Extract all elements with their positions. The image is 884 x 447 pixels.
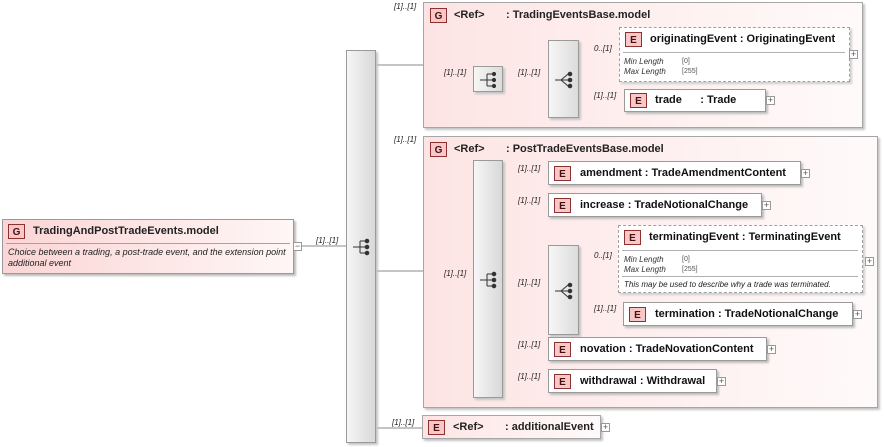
trade-title: trade : Trade: [655, 94, 737, 106]
main-choice-bar[interactable]: [346, 50, 376, 443]
root-group-title: TradingAndPostTradeEvents.model: [33, 225, 219, 237]
trade-cardinality: [1]..[1]: [594, 91, 617, 100]
trade-element[interactable]: E trade : Trade: [624, 89, 766, 112]
novation-cardinality: [1]..[1]: [518, 340, 541, 349]
additional-expand-toggle[interactable]: +: [601, 422, 610, 432]
inner-choice-box[interactable]: [548, 245, 579, 335]
element-badge: E: [554, 374, 571, 389]
trading-sequence-box[interactable]: [473, 66, 503, 92]
root-group-description: Choice between a trading, a post-trade e…: [8, 247, 286, 268]
choice-icon: [480, 271, 497, 289]
additional-event-name: : additionalEvent: [505, 421, 594, 433]
element-badge: E: [630, 93, 647, 108]
choice-icon: [353, 238, 370, 256]
trading-ref-label: <Ref>: [454, 9, 485, 21]
posttrade-choice-bar[interactable]: [473, 160, 503, 398]
originating-expand-toggle[interactable]: +: [849, 49, 858, 59]
element-divider: [622, 276, 858, 277]
terminating-event-element[interactable]: E terminatingEvent : TerminatingEvent Mi…: [618, 225, 863, 293]
min-length-label: Min Length: [624, 57, 664, 66]
trade-expand-toggle[interactable]: +: [766, 95, 775, 105]
element-badge: E: [428, 420, 445, 435]
element-divider: [623, 52, 845, 53]
element-badge: E: [625, 32, 642, 47]
root-group-divider: [6, 243, 290, 244]
min-length-value: [0]: [682, 256, 690, 263]
termination-expand-toggle[interactable]: +: [853, 309, 862, 319]
withdrawal-cardinality: [1]..[1]: [518, 372, 541, 381]
trading-choice-box[interactable]: [548, 40, 579, 118]
posttrade-group-name: : PostTradeEventsBase.model: [506, 143, 664, 155]
withdrawal-expand-toggle[interactable]: +: [717, 376, 726, 386]
choice-cardinality: [1]..[1]: [316, 236, 339, 245]
novation-element[interactable]: E novation : TradeNovationContent: [548, 337, 767, 361]
element-badge: E: [554, 198, 571, 213]
termination-cardinality: [1]..[1]: [594, 304, 617, 313]
originating-cardinality: 0..[1]: [594, 44, 612, 53]
termination-title: termination : TradeNotionalChange: [655, 308, 839, 320]
root-collapse-toggle[interactable]: −: [293, 241, 302, 251]
trading-choice-cardinality: [1]..[1]: [518, 68, 541, 77]
novation-expand-toggle[interactable]: +: [767, 344, 776, 354]
element-badge: E: [554, 166, 571, 181]
min-length-label: Min Length: [624, 255, 664, 264]
max-length-value: [255]: [682, 68, 698, 75]
group-badge: G: [430, 8, 447, 23]
amendment-expand-toggle[interactable]: +: [801, 168, 810, 178]
group-badge: G: [430, 142, 447, 157]
group-badge: G: [8, 224, 25, 239]
termination-element[interactable]: E termination : TradeNotionalChange: [623, 302, 853, 326]
element-badge: E: [629, 307, 646, 322]
root-group[interactable]: G TradingAndPostTradeEvents.model Choice…: [2, 219, 294, 274]
sequence-icon: [480, 72, 497, 88]
trading-group-cardinality: [1]..[1]: [394, 2, 417, 11]
max-length-value: [255]: [682, 266, 698, 273]
terminating-expand-toggle[interactable]: +: [865, 256, 874, 266]
originating-event-title: originatingEvent : OriginatingEvent: [650, 33, 836, 45]
min-length-value: [0]: [682, 58, 690, 65]
additional-event-element[interactable]: E <Ref> : additionalEvent: [422, 415, 601, 439]
choice-icon: [555, 71, 573, 89]
amendment-element[interactable]: E amendment : TradeAmendmentContent: [548, 161, 801, 185]
trading-group-name: : TradingEventsBase.model: [506, 9, 651, 21]
increase-element[interactable]: E increase : TradeNotionalChange: [548, 193, 762, 217]
amendment-title: amendment : TradeAmendmentContent: [580, 167, 786, 179]
amendment-cardinality: [1]..[1]: [518, 164, 541, 173]
increase-expand-toggle[interactable]: +: [762, 200, 771, 210]
element-badge: E: [554, 342, 571, 357]
originating-event-element[interactable]: E originatingEvent : OriginatingEvent Mi…: [619, 27, 850, 82]
withdrawal-title: withdrawal : Withdrawal: [580, 375, 706, 387]
terminating-cardinality: 0..[1]: [594, 251, 612, 260]
withdrawal-element[interactable]: E withdrawal : Withdrawal: [548, 369, 717, 393]
posttrade-ref-label: <Ref>: [454, 143, 485, 155]
posttrade-group-cardinality: [1]..[1]: [394, 135, 417, 144]
terminating-annotation: This may be used to describe why a trade…: [624, 280, 831, 289]
inner-choice-cardinality: [1]..[1]: [518, 278, 541, 287]
trading-sequence-cardinality: [1]..[1]: [444, 68, 467, 77]
element-badge: E: [624, 230, 641, 245]
increase-title: increase : TradeNotionalChange: [580, 199, 749, 211]
element-divider: [622, 250, 858, 251]
max-length-label: Max Length: [624, 265, 666, 274]
posttrade-choice-cardinality: [1]..[1]: [444, 269, 467, 278]
increase-cardinality: [1]..[1]: [518, 196, 541, 205]
additional-ref-label: <Ref>: [453, 421, 484, 433]
terminating-event-title: terminatingEvent : TerminatingEvent: [649, 231, 841, 243]
choice-icon: [555, 282, 573, 300]
max-length-label: Max Length: [624, 67, 666, 76]
additional-cardinality: [1]..[1]: [392, 418, 415, 427]
novation-title: novation : TradeNovationContent: [580, 343, 754, 355]
